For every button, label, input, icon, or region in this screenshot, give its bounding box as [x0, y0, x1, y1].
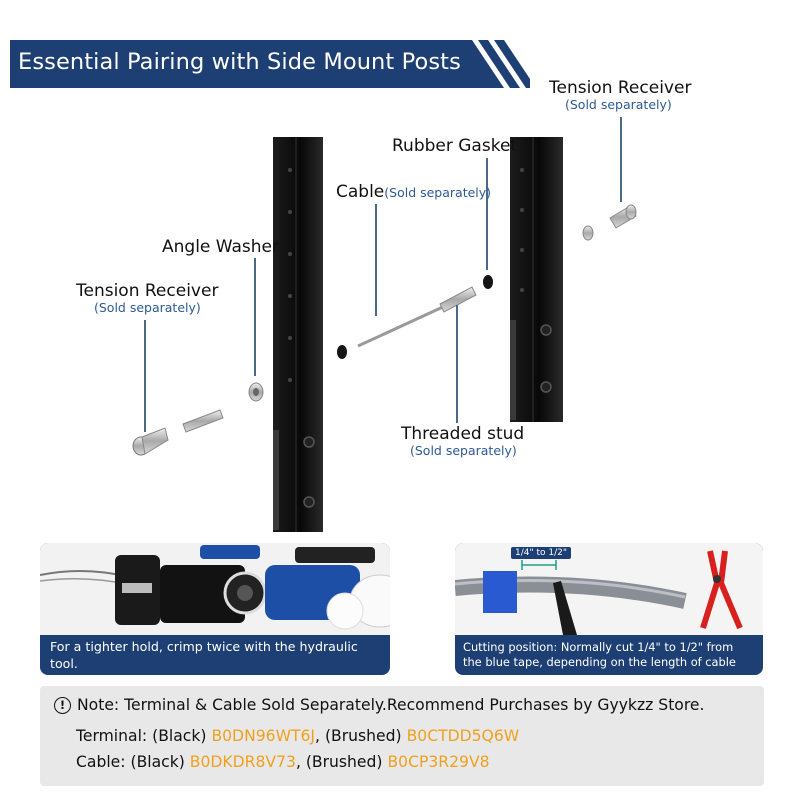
- note-text: Note: Terminal & Cable Sold Separately.R…: [77, 696, 705, 714]
- cable-part: [357, 304, 446, 348]
- info-icon: !: [54, 697, 71, 714]
- crimp-tool-photo: [40, 543, 390, 635]
- threaded-stud-part: [439, 286, 477, 313]
- page-title: Essential Pairing with Side Mount Posts: [18, 49, 461, 75]
- cable-cutting-photo: [455, 543, 763, 635]
- leader-tension-receiver-right: [620, 117, 622, 202]
- left-tension-receiver-part: [132, 427, 169, 456]
- crimp-caption: For a tighter hold, crimp twice with the…: [50, 639, 358, 671]
- purchase-note: ! Note: Terminal & Cable Sold Separately.…: [40, 686, 764, 786]
- label-cable: Cable(Sold separately): [336, 182, 491, 202]
- leader-cable: [375, 204, 377, 316]
- leader-threaded-stud: [456, 305, 458, 423]
- label-tension-receiver-right: Tension Receiver: [549, 78, 692, 98]
- terminal-prefix: Terminal: (Black): [76, 727, 212, 745]
- cable-note: (Sold separately): [384, 185, 492, 200]
- right-post: [510, 137, 563, 422]
- label-angle-washer: Angle Washer: [162, 237, 279, 257]
- note-tension-receiver-left: (Sold separately): [94, 300, 201, 315]
- cable-prefix: Cable: (Black): [76, 753, 190, 771]
- left-sleeve-part: [182, 409, 224, 433]
- note-line-cable: Cable: (Black) B0DKDR8V73, (Brushed) B0C…: [76, 753, 490, 771]
- crimp-panel: For a tighter hold, crimp twice with the…: [40, 543, 390, 675]
- cut-caption: Cutting position: Normally cut 1/4" to 1…: [463, 640, 736, 675]
- angle-washer-part: [248, 382, 264, 402]
- label-threaded-stud: Threaded stud: [401, 424, 525, 444]
- terminal-brushed-code: B0CTDD5Q6W: [406, 727, 520, 745]
- cable-black-code: B0DKDR8V73: [189, 753, 296, 771]
- terminal-mid: , (Brushed): [315, 727, 407, 745]
- label-rubber-gasket: Rubber Gasket: [392, 136, 518, 156]
- label-tension-receiver-left: Tension Receiver: [76, 281, 219, 301]
- note-line-terminal: Terminal: (Black) B0DN96WT6J, (Brushed) …: [76, 727, 519, 745]
- cable-mid: , (Brushed): [295, 753, 388, 771]
- left-gasket-part: [337, 345, 347, 359]
- note-tension-receiver-right: (Sold separately): [565, 97, 672, 112]
- right-gasket-part: [483, 275, 493, 289]
- note-threaded-stud: (Sold separately): [410, 443, 517, 458]
- leader-rubber-gasket: [486, 158, 488, 270]
- banner-shape: [10, 40, 530, 88]
- assembly-diagram: [132, 137, 637, 532]
- terminal-black-code: B0DN96WT6J: [211, 727, 316, 745]
- title-banner: Essential Pairing with Side Mount Posts: [10, 40, 530, 88]
- right-tension-receiver-part: [582, 204, 637, 241]
- cable-brushed-code: B0CP3R29V8: [387, 753, 490, 771]
- leader-tension-receiver-left: [144, 320, 146, 432]
- leader-angle-washer: [254, 258, 256, 376]
- left-post: [273, 137, 323, 532]
- cut-measure-label: 1/4" to 1/2": [511, 547, 572, 559]
- cable-text: Cable: [336, 182, 385, 202]
- cut-panel: 1/4" to 1/2" Cutting position: Normally …: [455, 543, 763, 675]
- note-line-1: ! Note: Terminal & Cable Sold Separately.…: [54, 696, 704, 714]
